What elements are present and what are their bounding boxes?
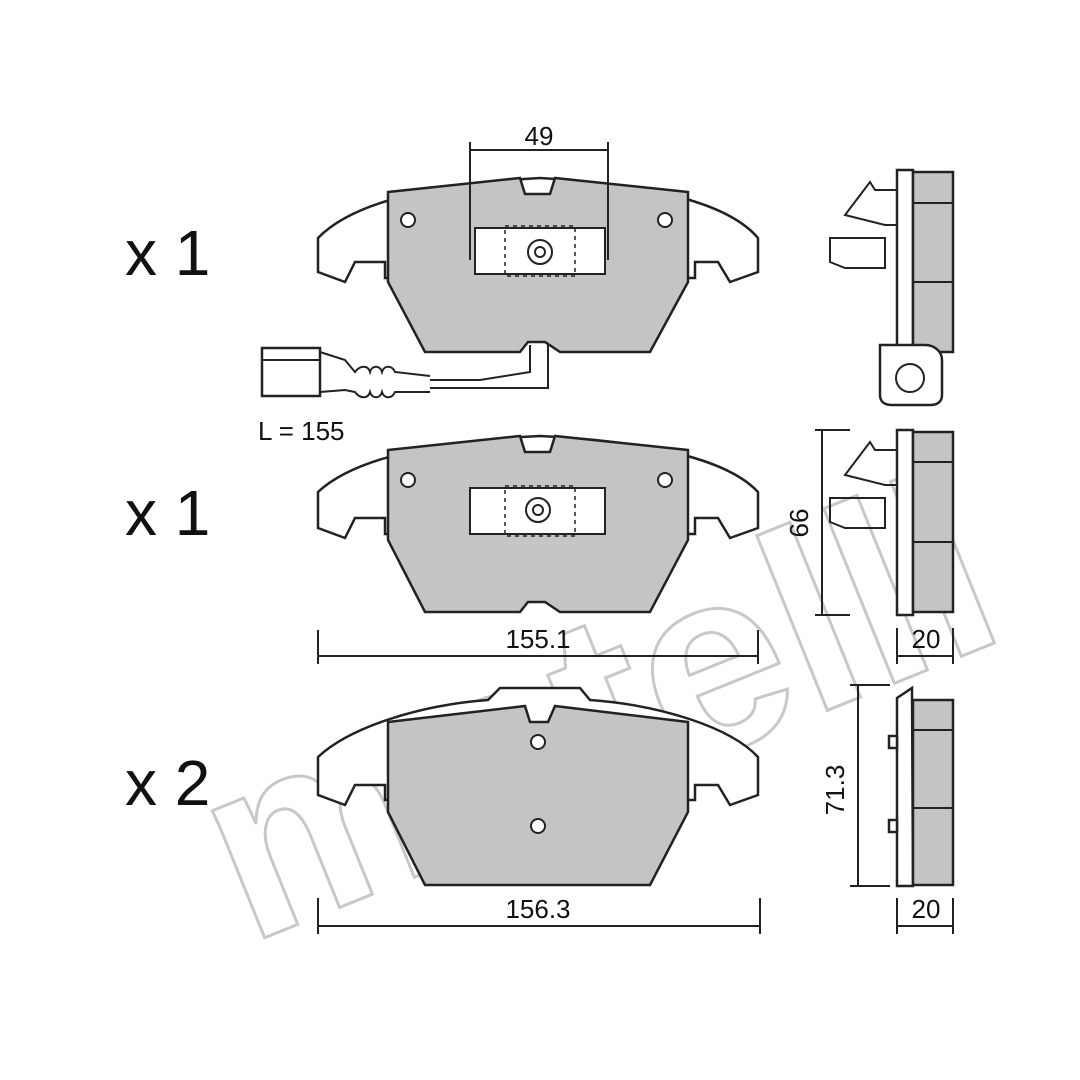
pad-2: 155.1 x 1 66 20 — [125, 428, 955, 664]
pad-1-clip-bolt — [527, 239, 553, 265]
dim-20-a-label: 20 — [912, 624, 941, 654]
dim-20-b-label: 20 — [912, 894, 941, 924]
dim-156-3-label: 156.3 — [505, 894, 570, 924]
pad-3-side-backplate — [895, 685, 915, 888]
pad-2-side-friction — [911, 430, 955, 614]
pad-2-pin-right — [657, 472, 673, 488]
dim-66-label: 66 — [784, 509, 814, 538]
pad-3-side-pin-bottom — [887, 818, 899, 834]
pad-1-pin-left — [400, 212, 416, 228]
pad-3-pin-bottom — [530, 818, 546, 834]
sensor-length-label: L = 155 — [258, 416, 345, 446]
pad-2-quantity: x 1 — [125, 477, 210, 549]
pad-1-side-sensor-port — [895, 363, 925, 393]
pad-2-side-view: 66 20 — [784, 428, 955, 664]
pad-3-quantity: x 2 — [125, 747, 210, 819]
pad-1-quantity: x 1 — [125, 217, 210, 289]
pad-2-side-clip — [829, 440, 897, 529]
pad-1-clip-center — [504, 225, 576, 277]
dim-71-3-label: 71.3 — [820, 765, 850, 816]
pad-3-pin-top — [530, 734, 546, 750]
pad-3-side-friction — [911, 698, 955, 887]
pad-3-side-view: 71.3 20 — [820, 684, 955, 934]
pad-2-clip-center — [504, 485, 576, 537]
sensor-boot — [319, 351, 431, 399]
pad-1-clip-bolt-inner — [534, 246, 546, 258]
pad-1-sensor-wire — [430, 345, 549, 389]
pad-2-pin-left — [400, 472, 416, 488]
pad-2-clip-bolt — [525, 497, 551, 523]
pad-3-side-pin-top — [887, 734, 899, 750]
pad-1: 49 L = 155 x 1 — [125, 121, 955, 446]
dim-155-1-label: 155.1 — [505, 624, 570, 654]
pad-1-side-clip — [829, 180, 897, 269]
pad-2-side-backplate — [895, 428, 915, 617]
pad-1-side-backplate — [895, 168, 915, 357]
sensor-connector — [260, 346, 322, 398]
pad-3: 156.3 x 2 71.3 20 — [125, 684, 955, 934]
pad-1-side-friction — [911, 170, 955, 354]
dim-49-label: 49 — [525, 121, 554, 151]
pad-2-clip-bolt-inner — [532, 504, 544, 516]
pad-3-friction — [386, 704, 690, 887]
pad-1-pin-right — [657, 212, 673, 228]
pad-1-side-view — [829, 168, 955, 407]
